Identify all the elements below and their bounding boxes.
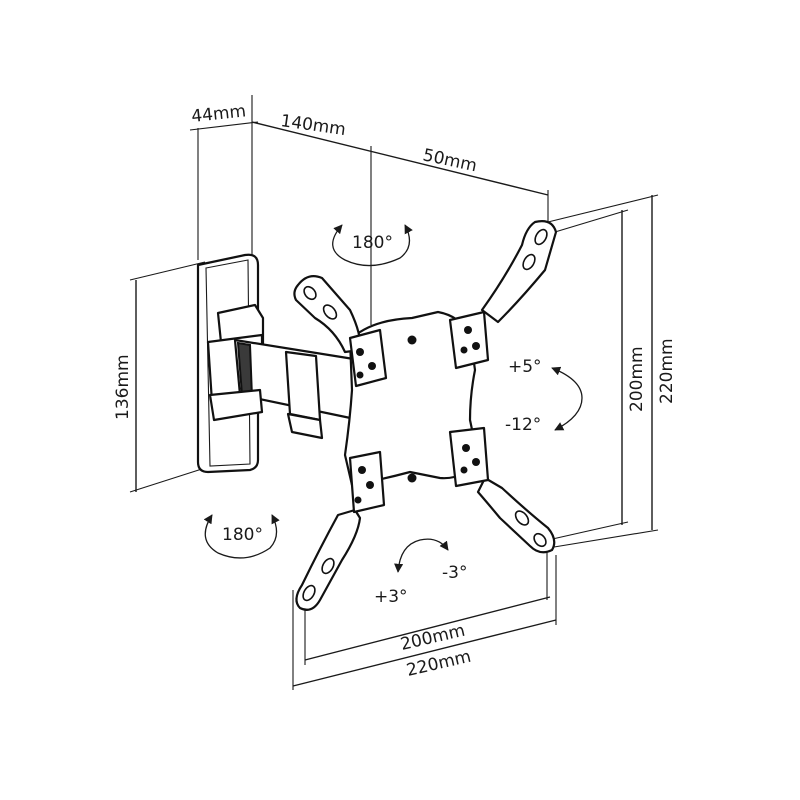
bottom-dimension-lines (292, 552, 557, 690)
left-dimension-lines (129, 261, 206, 493)
label-tilt-down: -12° (505, 415, 541, 435)
label-tilt-up: +5° (508, 357, 542, 377)
vesa-plate (293, 220, 558, 611)
dim-220mm-vertical: 220mm (657, 338, 677, 404)
dim-50mm: 50mm (421, 145, 479, 176)
dim-200mm-vertical: 200mm (627, 346, 647, 412)
label-rotate-minus: -3° (442, 563, 467, 583)
top-dimension-lines (189, 95, 549, 325)
tilt-arrow (551, 366, 583, 431)
rotate-arrow (394, 538, 449, 573)
dim-136mm: 136mm (113, 354, 133, 420)
dim-44mm: 44mm (190, 101, 247, 127)
swivel-top-arrow (332, 224, 413, 267)
dim-140mm: 140mm (279, 111, 347, 140)
label-rotate-plus: +3° (374, 587, 408, 607)
label-swivel-top: 180° (352, 233, 393, 253)
swivel-bottom-arrow (203, 514, 280, 559)
label-swivel-bottom: 180° (222, 525, 263, 545)
right-dimension-lines (547, 194, 659, 549)
swing-arm (206, 303, 362, 440)
